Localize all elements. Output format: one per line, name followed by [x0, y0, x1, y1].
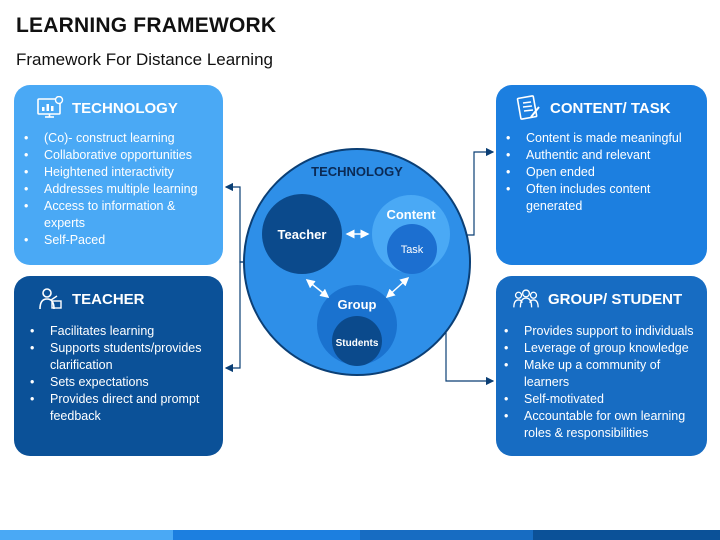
list-item-continued: generated: [502, 198, 702, 215]
teacher-circle-label: Teacher: [278, 227, 327, 242]
teacher-icon: [36, 286, 64, 312]
content-task-panel-header: CONTENT/ TASK: [496, 95, 707, 121]
list-item: Heightened interactivity: [20, 164, 220, 181]
list-item-continued-text: roles & responsibilities: [524, 426, 649, 440]
list-item-continued-text: feedback: [50, 409, 101, 423]
list-item: Often includes content: [502, 181, 702, 198]
list-item-continued: learners: [500, 374, 705, 391]
content-task-list: Content is made meaningful Authentic and…: [502, 130, 702, 215]
technology-panel-title: TECHNOLOGY: [72, 99, 178, 117]
outer-circle-label: TECHNOLOGY: [311, 164, 403, 179]
list-item: (Co)- construct learning: [20, 130, 220, 147]
bottom-bar-segment: [532, 530, 720, 540]
page-title: LEARNING FRAMEWORK: [16, 14, 277, 37]
teacher-circle: [262, 194, 342, 274]
content-circle-label: Content: [386, 207, 436, 222]
list-item: Open ended: [502, 164, 702, 181]
list-item: Self-motivated: [500, 391, 705, 408]
list-item: Authentic and relevant: [502, 147, 702, 164]
teacher-list: Facilitates learning Supports students/p…: [26, 323, 221, 425]
list-item-continued: roles & responsibilities: [500, 425, 705, 442]
teacher-panel: TEACHER Facilitates learning Supports st…: [14, 276, 223, 456]
teacher-panel-title: TEACHER: [72, 290, 145, 308]
list-item: Sets expectations: [26, 374, 221, 391]
list-item: Facilitates learning: [26, 323, 221, 340]
task-circle-label: Task: [401, 244, 424, 256]
bottom-bar-segment: [0, 530, 173, 540]
list-item: Make up a community of: [500, 357, 705, 374]
list-item-continued-text: learners: [524, 375, 570, 389]
task-circle: [387, 224, 437, 274]
list-item: Supports students/provides: [26, 340, 221, 357]
list-item: Content is made meaningful: [502, 130, 702, 147]
content-group-arrow: [385, 276, 410, 299]
computer-chart-icon: [36, 95, 64, 121]
list-item-continued-text: experts: [44, 216, 85, 230]
list-item-continued-text: clarification: [50, 358, 113, 372]
content-task-panel-title: CONTENT/ TASK: [550, 99, 671, 117]
list-item: Provides direct and prompt: [26, 391, 221, 408]
group-student-panel-header: GROUP/ STUDENT: [496, 286, 707, 312]
list-item-continued: experts: [20, 215, 220, 232]
list-item: Accountable for own learning: [500, 408, 705, 425]
students-circle: [332, 316, 382, 366]
list-item: Provides support to individuals: [500, 323, 705, 340]
bottom-bar-segment: [172, 530, 360, 540]
list-item-continued: feedback: [26, 408, 221, 425]
list-item: Self-Paced: [20, 232, 220, 249]
list-item: Access to information &: [20, 198, 220, 215]
people-group-icon: [512, 286, 540, 312]
technology-panel-header: TECHNOLOGY: [14, 95, 223, 121]
bottom-accent-bar: [0, 530, 720, 540]
list-item: Collaborative opportunities: [20, 147, 220, 164]
document-checklist-icon: [514, 95, 542, 121]
group-student-panel-title: GROUP/ STUDENT: [548, 290, 683, 308]
teacher-group-arrow: [305, 279, 330, 298]
list-item: Addresses multiple learning: [20, 181, 220, 198]
students-circle-label: Students: [336, 338, 379, 349]
page-subtitle: Framework For Distance Learning: [16, 50, 273, 69]
list-item: Leverage of group knowledge: [500, 340, 705, 357]
bottom-bar-segment: [359, 530, 533, 540]
group-circle-label: Group: [338, 297, 377, 312]
content-task-panel: CONTENT/ TASK Content is made meaningful…: [496, 85, 707, 265]
technology-panel: TECHNOLOGY (Co)- construct learning Coll…: [14, 85, 223, 265]
group-student-panel: GROUP/ STUDENT Provides support to indiv…: [496, 276, 707, 456]
list-item-continued: clarification: [26, 357, 221, 374]
list-item-continued-text: generated: [526, 199, 583, 213]
group-student-list: Provides support to individuals Leverage…: [500, 323, 705, 442]
technology-list: (Co)- construct learning Collaborative o…: [20, 130, 220, 249]
teacher-panel-header: TEACHER: [14, 286, 223, 312]
